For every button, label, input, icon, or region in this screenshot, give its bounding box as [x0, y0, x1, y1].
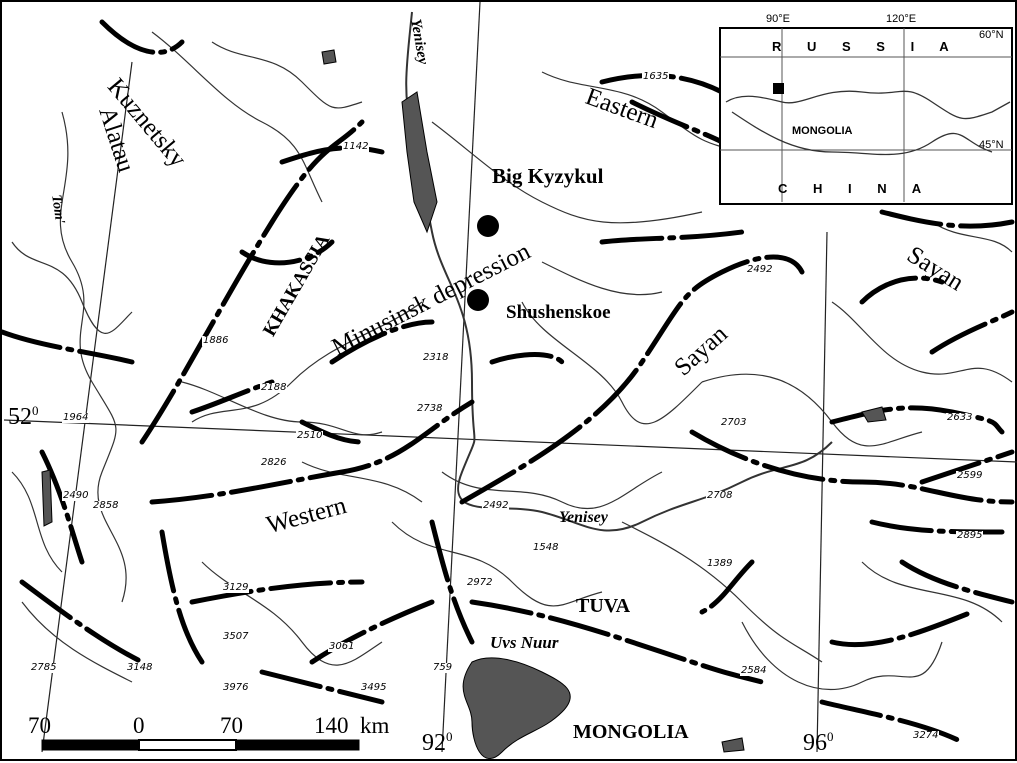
elevation-label: 3976 — [222, 682, 250, 693]
site-label-shushenskoe: Shushenskoe — [506, 302, 611, 323]
inset-lon-120: 120°E — [886, 13, 917, 25]
uvs-nuur-lake — [462, 657, 571, 760]
region-label-tuva: TUVA — [576, 595, 631, 617]
elevation-label: 3507 — [222, 631, 250, 642]
inset-lat-45: 45°N — [979, 139, 1004, 151]
elevation-label: 2633 — [946, 412, 974, 423]
lon-label-92: 920 — [422, 729, 453, 756]
elevation-label: 2826 — [260, 457, 288, 468]
rivers — [11, 31, 1013, 691]
scale-bar-graphic — [41, 739, 360, 751]
elevation-label: 2895 — [956, 530, 984, 541]
elevation-label: 759 — [432, 662, 454, 673]
elevation-label: 3274 — [912, 730, 940, 741]
scale-unit: km — [360, 713, 390, 738]
elevation-label: 2703 — [720, 417, 748, 428]
yenisey-reservoir — [401, 91, 438, 234]
region-label-mongolia: MONGOLIA — [573, 721, 689, 743]
elevation-label: 2708 — [706, 490, 734, 501]
elevation-label: 2188 — [260, 382, 288, 393]
inset-lon-90: 90°E — [766, 13, 790, 25]
elevation-label: 1886 — [202, 335, 230, 346]
scale-tick-140: 140 — [314, 713, 349, 738]
elevation-label: 2492 — [746, 264, 774, 275]
scale-tick-70-left: 70 — [28, 713, 51, 738]
elevation-label: 2584 — [740, 665, 768, 676]
lon-label-96: 960 — [803, 729, 834, 756]
elevation-label: 2972 — [466, 577, 494, 588]
elevation-label: 3148 — [126, 662, 154, 673]
scale-tick-0: 0 — [133, 713, 145, 738]
inset-label-china: C H I N A — [778, 181, 933, 196]
river-label-tom: Tom' — [48, 193, 68, 225]
scale-tick-70-right: 70 — [220, 713, 243, 738]
elevation-label: 2510 — [296, 430, 324, 441]
lat-label-52: 520 — [8, 403, 39, 430]
elevation-label: 1548 — [532, 542, 560, 553]
elevation-label: 2490 — [62, 490, 90, 501]
inset-label-russia: R U S S I A — [772, 39, 960, 54]
elevation-label: 2785 — [30, 662, 58, 673]
site-label-big-kyzykul: Big Kyzykul — [492, 164, 604, 188]
big-kyzykul-marker — [477, 215, 499, 237]
mountain-ridges — [2, 19, 1015, 745]
inset-label-mongolia: MONGOLIA — [792, 125, 853, 137]
elevation-label: 1142 — [342, 141, 370, 152]
elevation-label: 1964 — [62, 412, 90, 423]
elevation-label: 2318 — [422, 352, 450, 363]
elevation-label: 3129 — [222, 582, 250, 593]
elevation-label: 2492 — [482, 500, 510, 511]
inset-map-graphic — [719, 27, 1013, 205]
elevation-label: 2858 — [92, 500, 120, 511]
elevation-label: 3495 — [360, 682, 388, 693]
elevation-label: 2738 — [416, 403, 444, 414]
elevation-label: 3061 — [328, 641, 356, 652]
elevation-label: 1389 — [706, 558, 734, 569]
elevation-label: 1635 — [642, 71, 670, 82]
inset-lat-60: 60°N — [979, 29, 1004, 41]
river-label-yenisey-south: Yenisey — [559, 509, 608, 526]
lakes — [41, 49, 887, 760]
shushenskoe-marker — [467, 289, 489, 311]
elevation-label: 2599 — [956, 470, 984, 481]
lake-label-uvs-nuur: Uvs Nuur — [490, 633, 559, 652]
